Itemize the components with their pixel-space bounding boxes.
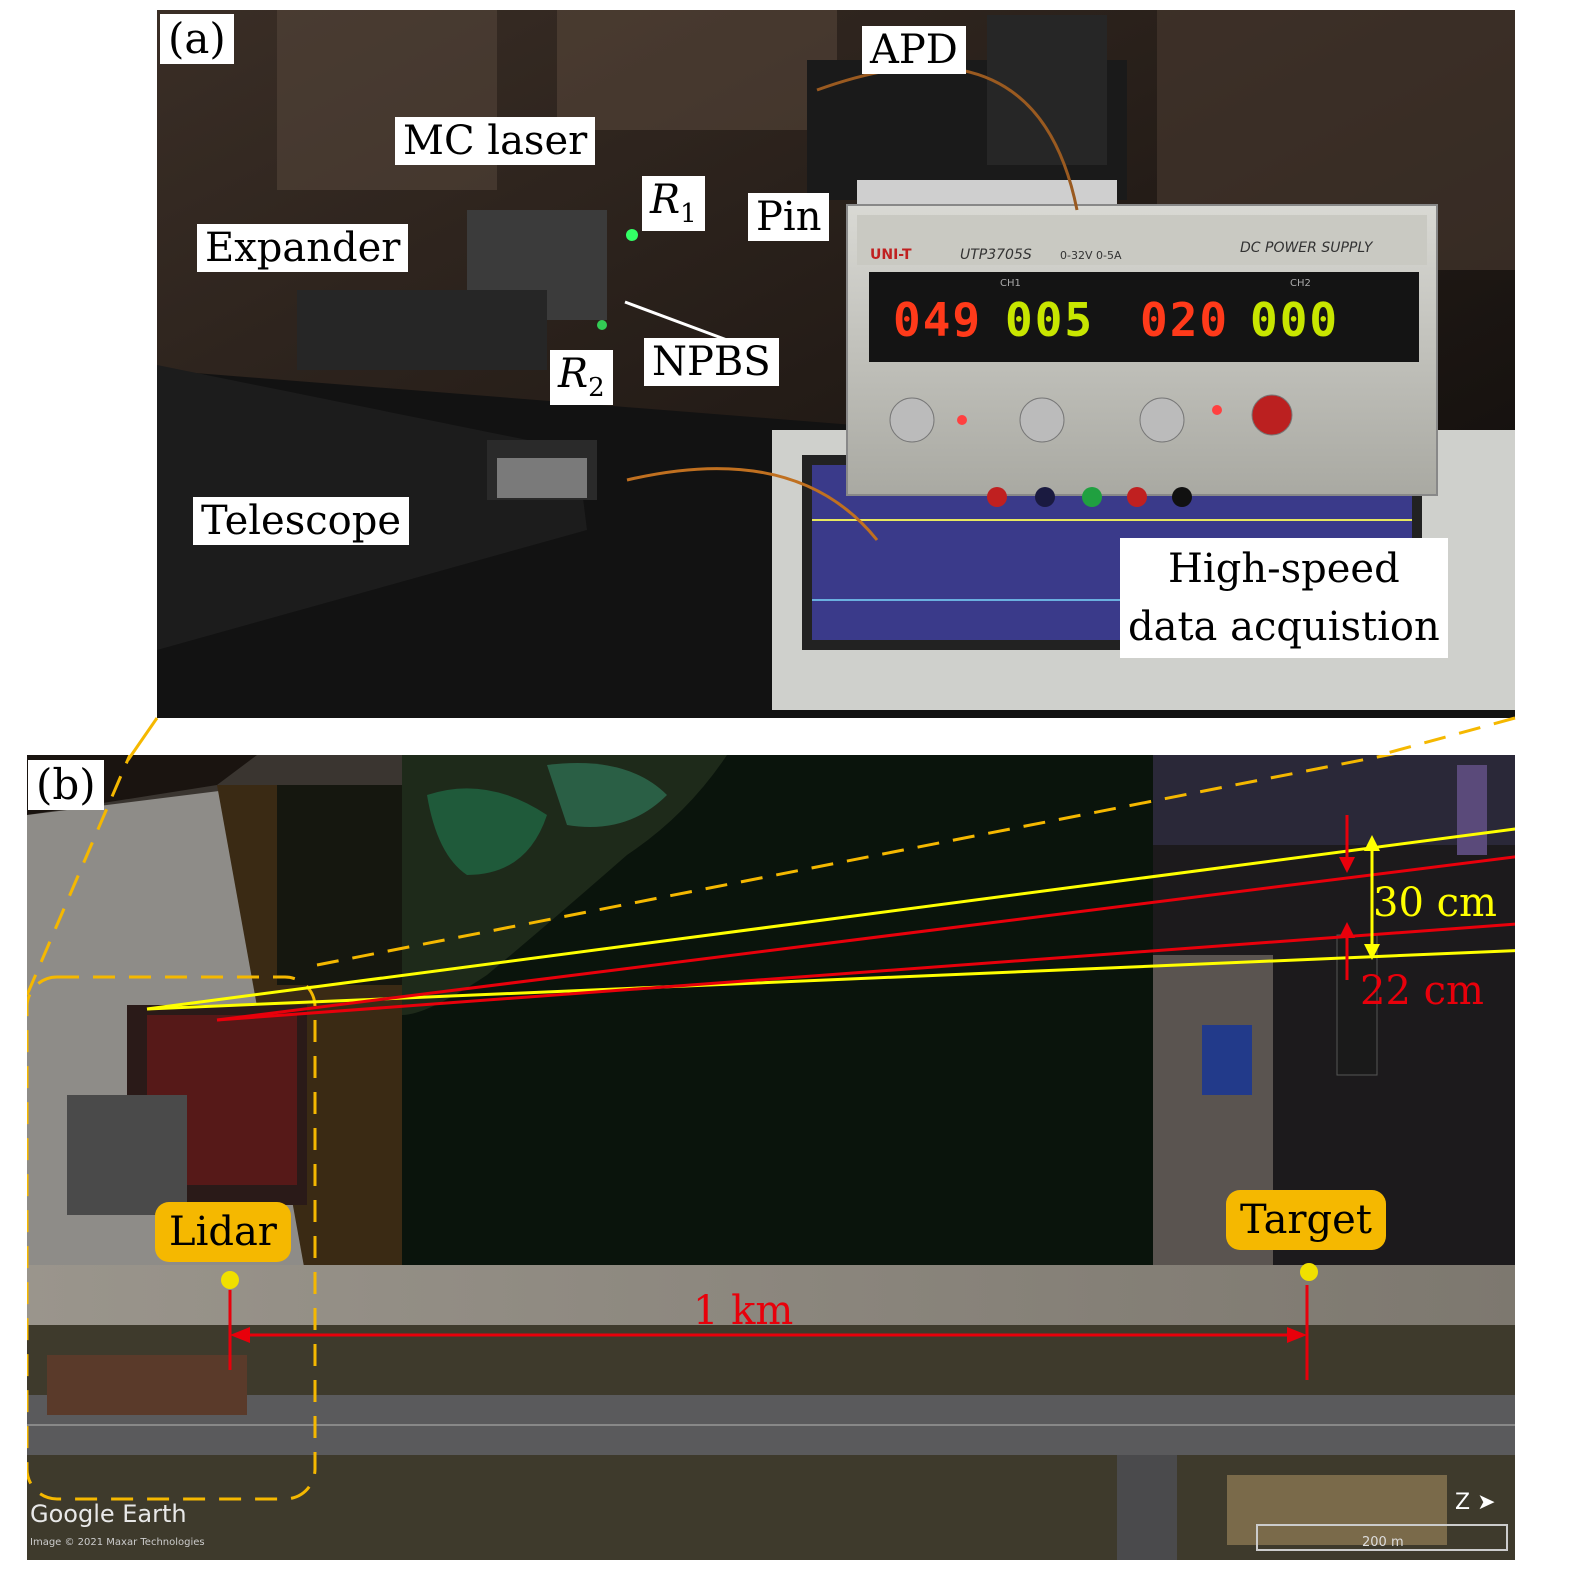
target-pin-icon [1300,1263,1318,1281]
psu-spec: 0-32V 0-5A [1060,249,1122,262]
pin-label: Pin [748,193,830,241]
beam-dim-red: 22 cm [1360,968,1484,1014]
psu-readout-v2: 020 [1140,293,1230,347]
npbs-label: NPBS [644,338,779,386]
imagery-copyright: Image © 2021 Maxar Technologies [30,1537,205,1548]
telescope-label: Telescope [193,497,409,545]
google-earth-watermark: Google Earth [30,1500,187,1528]
lidar-label: Lidar [155,1202,291,1262]
daq-label-line1: High-speed [1168,546,1400,592]
expander-label: Expander [197,224,409,272]
zoom-connector [126,717,159,761]
mc-laser-label: MC laser [395,117,596,165]
r2-sub: 2 [588,373,605,403]
distance-label: 1 km [693,1288,794,1334]
psu-title: DC POWER SUPPLY [1240,240,1373,256]
scale-label: 200 m [1362,1535,1404,1550]
panel-a-tag: (a) [160,14,234,65]
panel-b-tag: (b) [28,760,104,811]
zoom-connector-right [1380,716,1516,757]
lidar-pin-icon [221,1271,239,1289]
psu-readout-v1: 049 [893,293,983,347]
psu-readout-a1: 005 [1005,293,1095,347]
north-label: Z [1455,1490,1471,1515]
r1-label: R1 [642,176,705,231]
r2-label: R2 [550,350,613,405]
psu-ch1-label: CH1 [1000,278,1021,289]
psu-model: UTP3705S [960,247,1032,263]
psu-ch2-label: CH2 [1290,278,1311,289]
north-arrow-icon: Z ➤ [1455,1490,1496,1515]
photo-panel-b [27,755,1515,1560]
beam-dim-yellow: 30 cm [1373,880,1497,926]
r2-main: R [558,351,589,397]
apd-label: APD [862,26,966,74]
r1-sub: 1 [680,199,697,229]
psu-brand: UNI-T [870,247,912,263]
satellite-composite [27,755,1515,1560]
target-label: Target [1226,1190,1386,1250]
psu-readout-a2: 000 [1250,293,1340,347]
daq-label-line2: data acquistion [1128,604,1440,650]
daq-label: High-speed data acquistion [1120,538,1448,658]
r1-main: R [650,177,681,223]
